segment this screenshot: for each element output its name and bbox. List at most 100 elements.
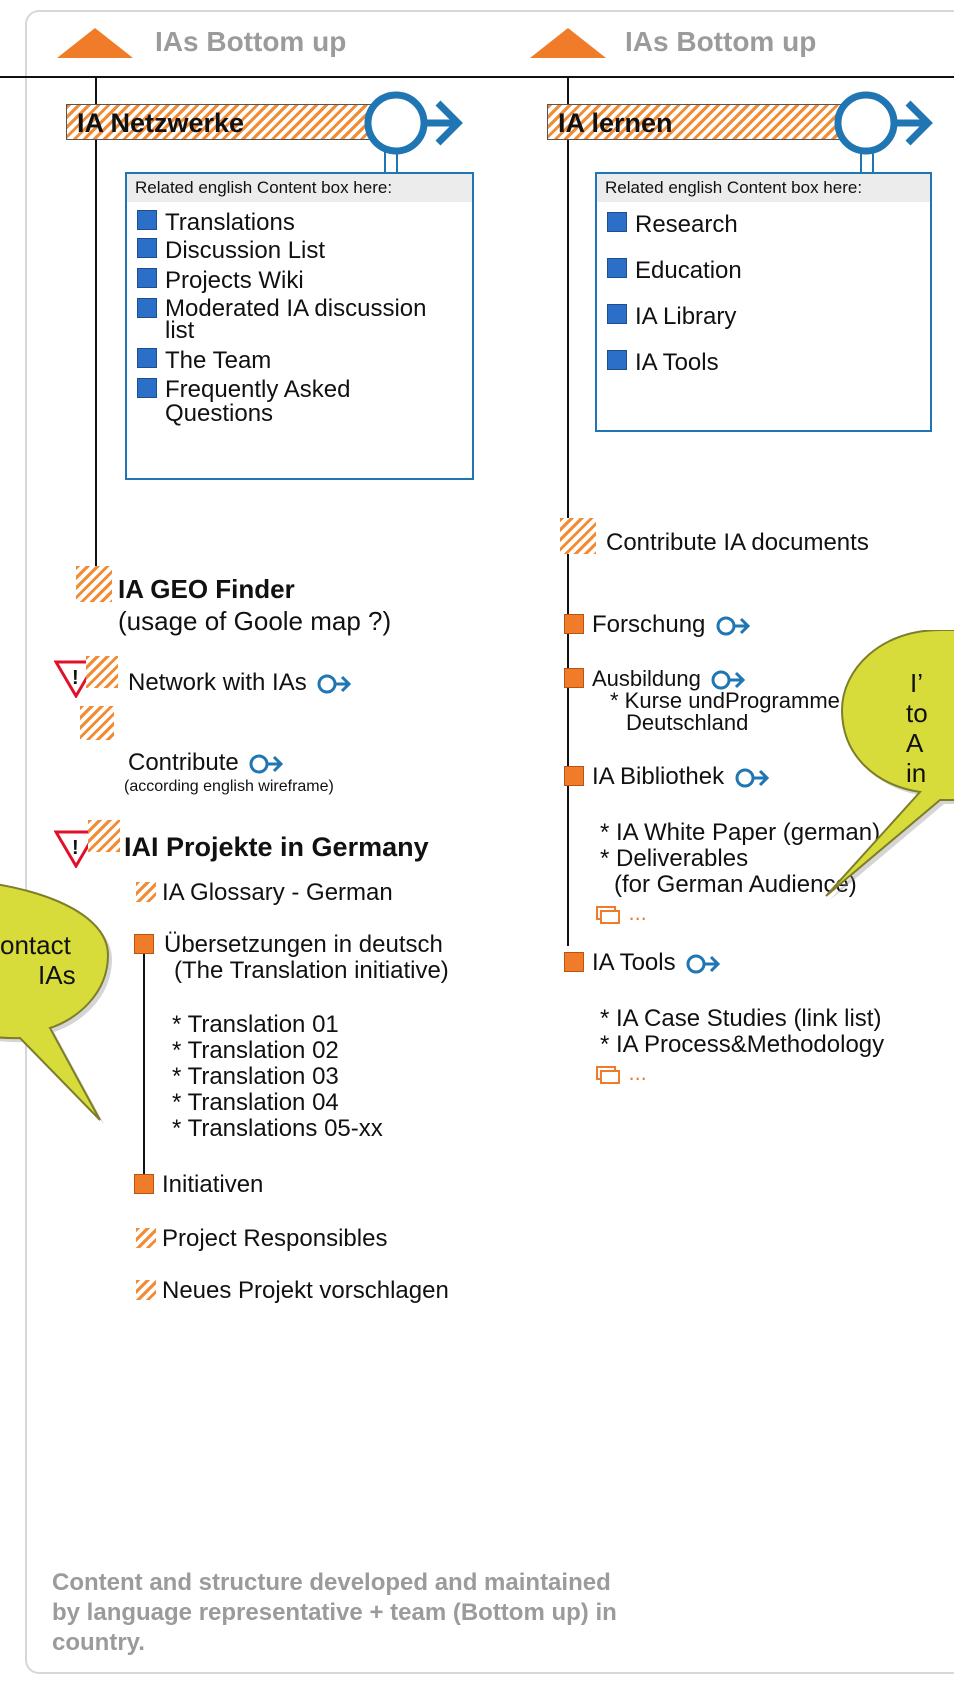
hatched-marker-icon <box>560 518 596 554</box>
go-arrow-icon <box>716 616 751 636</box>
hatched-marker-icon <box>136 1280 156 1300</box>
bubble-text: I’ <box>910 668 923 698</box>
bubble-text: ontact <box>0 930 71 960</box>
bubble-text: to <box>906 698 928 728</box>
hatched-marker-icon <box>86 656 118 688</box>
svg-text:!: ! <box>72 837 79 859</box>
translation-item[interactable]: * Translations 05-xx <box>172 1115 383 1142</box>
translation-item[interactable]: * Translation 04 <box>172 1089 339 1116</box>
ausbildung-link[interactable]: Ausbildung <box>592 668 745 691</box>
content-item[interactable]: The Team <box>137 348 462 374</box>
square-bullet-icon <box>137 238 157 258</box>
hatched-marker-icon <box>136 1228 156 1248</box>
content-box-heading: Related english Content box here: <box>597 174 930 202</box>
bibliothek-item[interactable]: * IA White Paper (german) <box>600 819 881 846</box>
left-timeline <box>95 76 97 576</box>
pages-icon <box>596 905 620 924</box>
orange-marker-icon <box>564 668 584 688</box>
footer-line: country. <box>52 1629 145 1656</box>
right-title-bar[interactable]: IA lernen <box>547 104 857 140</box>
contribute-note: (according english wireframe) <box>124 778 334 795</box>
right-content-box: Related english Content box here: Resear… <box>595 172 932 432</box>
triangle-up-icon <box>57 28 133 58</box>
square-bullet-icon <box>137 378 157 398</box>
square-bullet-icon <box>137 348 157 368</box>
square-bullet-icon <box>607 212 627 232</box>
geo-finder-subtitle: (usage of Goole map ?) <box>118 606 392 636</box>
orange-marker-icon <box>564 766 584 786</box>
left-content-box: Related english Content box here: Transl… <box>125 172 474 480</box>
glossary-link[interactable]: IA Glossary - German <box>162 879 393 906</box>
go-arrow-icon <box>711 670 745 690</box>
speech-bubble <box>0 883 112 1124</box>
tools-link[interactable]: IA Tools <box>592 950 721 976</box>
footer-line: by language representative + team (Botto… <box>52 1599 617 1626</box>
content-box-heading: Related english Content box here: <box>127 174 472 202</box>
right-timeline <box>567 76 569 946</box>
right-column-header: IAs Bottom up <box>625 26 817 57</box>
left-column-header: IAs Bottom up <box>155 26 347 57</box>
contribute-link[interactable]: Contribute <box>128 750 284 776</box>
translation-item[interactable]: * Translation 03 <box>172 1063 339 1090</box>
square-bullet-icon <box>137 210 157 230</box>
more-link[interactable]: ... <box>596 1060 647 1086</box>
translation-item[interactable]: * Translation 01 <box>172 1011 339 1038</box>
go-arrow-icon <box>249 754 284 774</box>
warning-icon: ! <box>54 830 98 868</box>
content-item[interactable]: IA Tools <box>607 350 920 376</box>
bibliothek-item[interactable]: * Deliverables <box>600 845 749 872</box>
orange-marker-icon <box>564 952 584 972</box>
footer-line: Content and structure developed and main… <box>52 1569 611 1596</box>
square-bullet-icon <box>137 298 157 318</box>
left-title: IA Netzwerke <box>77 108 245 138</box>
orange-marker-icon <box>564 614 584 634</box>
square-bullet-icon <box>137 268 157 288</box>
hatched-marker-icon <box>76 566 112 602</box>
content-item[interactable]: Projects Wiki <box>137 268 462 294</box>
content-item[interactable]: IA Library <box>607 304 920 330</box>
square-bullet-icon <box>607 350 627 370</box>
pages-icon <box>596 1065 620 1084</box>
orange-marker-icon <box>134 1174 154 1194</box>
go-arrow-icon[interactable] <box>364 88 464 158</box>
go-arrow-icon <box>317 674 352 694</box>
go-arrow-icon[interactable] <box>834 88 934 158</box>
responsibles-link[interactable]: Project Responsibles <box>162 1225 388 1252</box>
bubble-text: IAs <box>38 960 76 990</box>
hatched-marker-icon <box>80 706 114 740</box>
initiativen-link[interactable]: Initiativen <box>162 1171 264 1198</box>
bubble-text: A <box>906 728 924 758</box>
projects-title[interactable]: IAI Projekte in Germany <box>124 832 429 862</box>
translation-item[interactable]: * Translation 02 <box>172 1037 339 1064</box>
hatched-marker-icon <box>88 820 120 852</box>
bibliothek-note: (for German Audience) <box>614 871 857 898</box>
bubble-text: in <box>906 758 927 788</box>
content-item[interactable]: Frequently Asked Questions <box>137 378 397 426</box>
content-item[interactable]: Discussion List <box>137 238 462 264</box>
left-title-bar[interactable]: IA Netzwerke <box>66 104 376 140</box>
tools-item[interactable]: * IA Process&Methodology <box>600 1031 885 1058</box>
content-item[interactable]: Moderated IA discussion list <box>137 297 447 343</box>
translations-link[interactable]: Übersetzungen in deutsch <box>164 931 443 958</box>
contribute-docs-link[interactable]: Contribute IA documents <box>606 529 869 556</box>
network-link[interactable]: Network with IAs <box>128 670 352 696</box>
ausbildung-detail: Deutschland <box>626 710 749 735</box>
hatched-marker-icon <box>136 882 156 902</box>
geo-finder-title[interactable]: IA GEO Finder <box>118 574 295 604</box>
content-item[interactable]: Education <box>607 258 920 284</box>
bibliothek-link[interactable]: IA Bibliothek <box>592 764 769 790</box>
content-item[interactable]: Translations <box>137 210 462 236</box>
translations-subtitle: (The Translation initiative) <box>174 957 449 984</box>
go-arrow-icon <box>735 768 769 788</box>
tools-item[interactable]: * IA Case Studies (link list) <box>600 1005 882 1032</box>
projects-timeline <box>143 940 145 1190</box>
more-link[interactable]: ... <box>596 900 647 926</box>
go-arrow-icon <box>686 954 721 974</box>
forschung-link[interactable]: Forschung <box>592 612 751 638</box>
ausbildung-detail: * Kurse undProgramme i <box>610 688 851 713</box>
speech-bubble <box>825 630 954 900</box>
neues-projekt-link[interactable]: Neues Projekt vorschlagen <box>162 1277 449 1304</box>
orange-marker-icon <box>134 934 154 954</box>
content-item[interactable]: Research <box>607 212 920 238</box>
svg-text:!: ! <box>72 667 79 689</box>
